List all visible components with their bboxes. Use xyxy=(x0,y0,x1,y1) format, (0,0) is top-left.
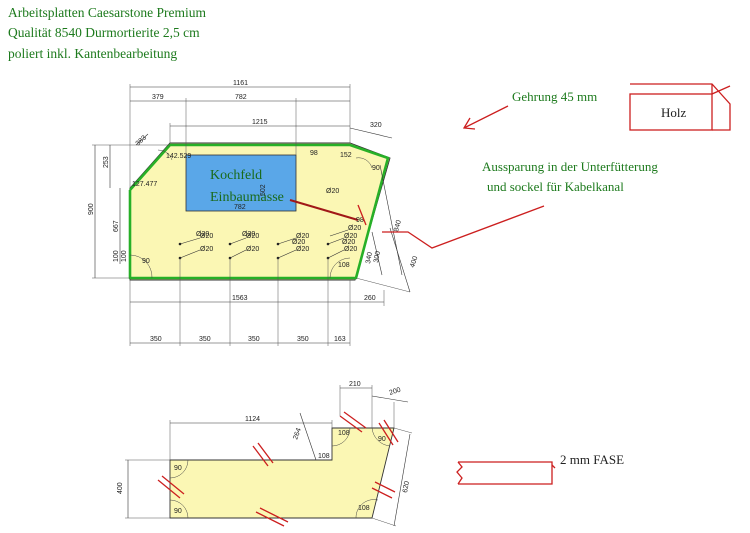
hole-label: Ø20 xyxy=(296,233,309,240)
dim-label: 253 xyxy=(103,156,110,168)
dim-label: 264 xyxy=(292,427,303,440)
dim-label: 840 xyxy=(393,219,403,232)
recess-note-2: und sockel für Kabelkanal xyxy=(487,179,624,194)
corner-arc xyxy=(371,427,391,447)
corner-arc xyxy=(355,499,379,519)
top-plate: Kochfeld Einbaumasse 782 502 Ø20 98 142.… xyxy=(88,80,420,346)
hole-label: Ø20 xyxy=(200,233,213,240)
cooktop-width-label: 782 xyxy=(234,204,246,211)
header-block: Arbeitsplatten Caesarstone Premium Quali… xyxy=(8,5,206,61)
miter-arrow-head xyxy=(462,117,476,130)
wood-symbol: Holz xyxy=(629,83,731,131)
dim-label: 1215 xyxy=(252,119,268,126)
miter-arrow-line xyxy=(463,105,509,129)
dim-label: 210 xyxy=(349,381,361,388)
dim-label: 620 xyxy=(402,481,411,494)
dim-label: 782 xyxy=(235,94,247,101)
top-dimensions: 1161 379 782 1215 320 xyxy=(129,80,393,188)
bottom-plate-dimensions: 1124 210 200 264 400 620 xyxy=(117,381,413,527)
dim-label: 200 xyxy=(388,387,401,397)
hole-label: Ø20 xyxy=(200,246,213,253)
dim-label: 383 xyxy=(135,134,148,147)
recess-mark xyxy=(357,204,367,226)
dim-label: 350 xyxy=(199,336,211,343)
dim-label: 900 xyxy=(88,203,95,215)
corner-arc xyxy=(169,459,189,479)
corner-label: 90 xyxy=(174,508,182,515)
dim-label: 260 xyxy=(364,295,376,302)
cable-channel-line xyxy=(289,199,359,221)
wood-label: Holz xyxy=(661,105,687,120)
dim-label: 350 xyxy=(248,336,260,343)
header-line-1: Arbeitsplatten Caesarstone Premium xyxy=(8,5,206,20)
corner-arc xyxy=(331,427,351,447)
hole-label: Ø20 xyxy=(344,246,357,253)
header-line-3: poliert inkl. Kantenbearbeitung xyxy=(8,46,177,61)
chamfer-note: 2 mm FASE xyxy=(560,452,624,467)
dim-label: 340 xyxy=(365,252,374,265)
corner-label: 108 xyxy=(358,505,370,512)
annotations: Gehrung 45 mm Holz Aussparung in der Unt… xyxy=(357,83,731,485)
dim-label: 1124 xyxy=(245,416,260,423)
hole-label: Ø20 xyxy=(292,239,305,246)
hole-label: Ø20 xyxy=(242,231,255,238)
dim-label: 400 xyxy=(117,482,124,494)
cooktop-cutout xyxy=(185,154,297,212)
corner-label: 90 xyxy=(174,465,182,472)
bottom-plate: 108 90 108 90 90 108 1124 xyxy=(117,381,413,527)
cooktop-label-1: Kochfeld xyxy=(210,168,262,183)
dim-label: 350 xyxy=(297,336,309,343)
dim-label: 1563 xyxy=(232,295,248,302)
cooktop-height-label: 502 xyxy=(260,184,267,196)
hole-row-upper: Ø20 Ø20 Ø20 Ø20 Ø20 xyxy=(179,225,361,245)
corner-label: 152 xyxy=(340,152,352,159)
corner-arc xyxy=(129,254,153,279)
cable-hole-label: Ø20 xyxy=(326,188,339,195)
hole-label: Ø20 xyxy=(296,246,309,253)
corner-label: 127.477 xyxy=(132,181,157,188)
corner-arc xyxy=(157,149,173,161)
hole-label: Ø20 xyxy=(342,239,355,246)
corner-label: 108 xyxy=(338,430,350,437)
dim-label: 163 xyxy=(334,336,346,343)
hole-label: Ø20 xyxy=(348,225,361,232)
dim-label: 100 xyxy=(121,250,128,262)
bottom-dimensions: 1563 260 350 350 350 350 163 xyxy=(129,258,385,346)
dim-label: 400 xyxy=(409,255,419,268)
corner-label: 98 xyxy=(310,150,318,157)
hole-label: Ø20 xyxy=(344,233,357,240)
hole-row-lower: Ø20 Ø20 Ø20 Ø20 Ø20 Ø20 Ø20 Ø20 xyxy=(179,231,357,259)
dim-label: 667 xyxy=(113,220,120,232)
corner-label: 90 xyxy=(372,165,380,172)
corner-label: 108 xyxy=(318,453,330,460)
hole-label: Ø20 xyxy=(196,231,209,238)
right-dimensions: 840 300 340 400 xyxy=(355,164,420,293)
dim-label: 1161 xyxy=(233,80,248,87)
corner-arc xyxy=(355,157,373,169)
recess-note-1: Aussparung in der Unterfütterung xyxy=(482,159,658,174)
dim-label: 379 xyxy=(152,94,164,101)
dim-label: 350 xyxy=(150,336,162,343)
cooktop-label-2: Einbaumasse xyxy=(210,190,284,205)
corner-label: 90 xyxy=(378,436,386,443)
miter-note: Gehrung 45 mm xyxy=(512,89,597,104)
cable-channel-label: 98 xyxy=(356,217,364,224)
dim-label: 320 xyxy=(370,122,382,129)
corner-label: 142.529 xyxy=(166,153,191,160)
header-line-2: Qualität 8540 Durmortierite 2,5 cm xyxy=(8,25,200,40)
hole-label: Ø20 xyxy=(246,246,259,253)
corner-label: 90 xyxy=(142,258,150,265)
recess-pointer-line xyxy=(382,205,545,249)
chamfer-symbol xyxy=(456,461,556,485)
dim-label: 300 xyxy=(373,251,382,264)
corner-arc xyxy=(329,257,351,279)
corner-arc xyxy=(169,499,189,519)
dim-label: 100 xyxy=(113,250,120,262)
corner-label: 108 xyxy=(338,262,350,269)
hole-label: Ø20 xyxy=(246,233,259,240)
miter-cut-marks xyxy=(157,411,399,527)
